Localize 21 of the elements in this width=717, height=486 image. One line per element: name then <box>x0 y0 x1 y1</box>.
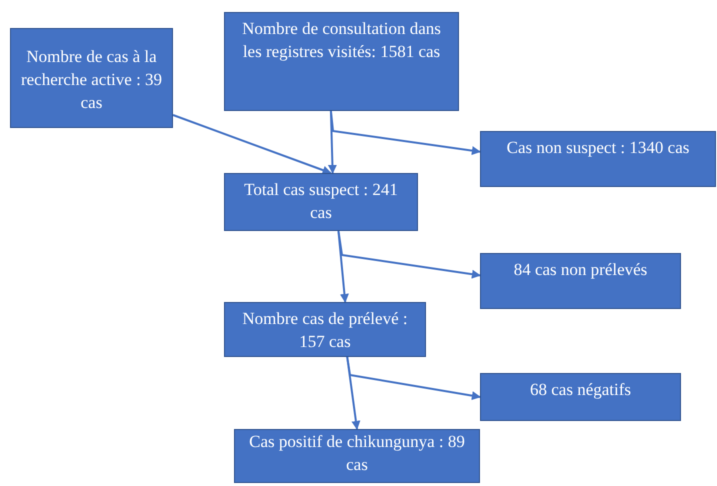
process-box <box>480 253 681 309</box>
process-box <box>10 28 173 128</box>
process-box <box>234 429 480 483</box>
arrow <box>337 230 481 279</box>
box-text: Cas non suspect : 1340 cas <box>506 137 690 159</box>
process-box <box>224 12 459 111</box>
box-text: Nombre de consultation dans les registres visités: 1581 cas <box>241 18 442 63</box>
box-text: Nombre de cas à la recherche active : 39 cas <box>20 46 164 114</box>
arrow <box>337 230 349 303</box>
arrow <box>346 356 481 400</box>
box-text: 68 cas négatifs <box>530 379 632 401</box>
process-box <box>480 373 681 421</box>
process-box <box>224 302 426 357</box>
box-text: 84 cas non prélevés <box>514 259 648 281</box>
process-box <box>480 131 716 187</box>
box-text: Total cas suspect : 241 cas <box>243 179 399 224</box>
box-text: Nombre cas de prélevé : 157 cas <box>241 308 409 353</box>
process-box <box>224 173 418 231</box>
box-text: Cas positif de chikungunya : 89 cas <box>248 431 466 476</box>
arrow <box>330 110 481 156</box>
arrow <box>172 114 332 174</box>
